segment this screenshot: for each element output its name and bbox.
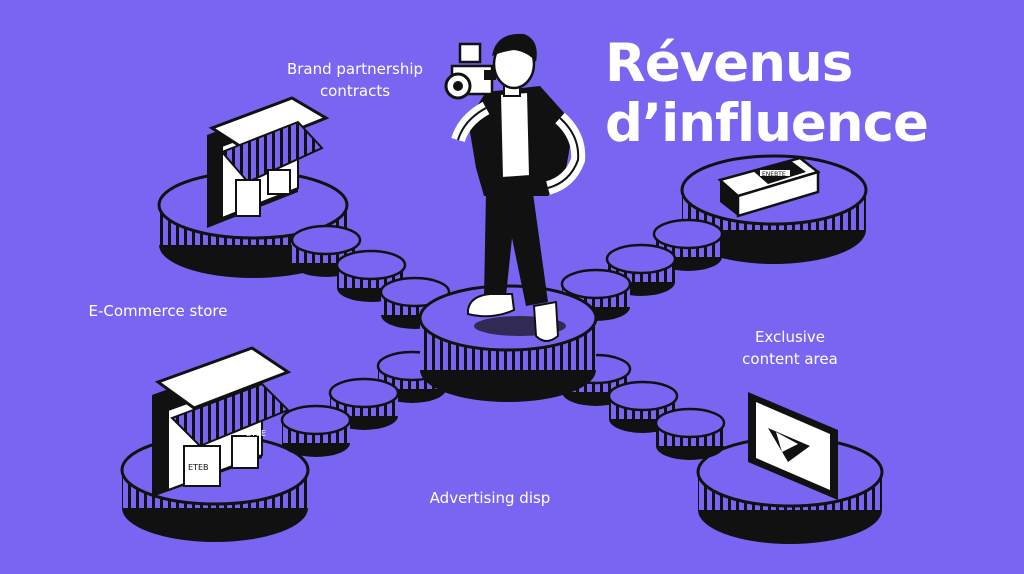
- store-sign-b: ETEE: [246, 429, 266, 438]
- title-line-1: Révenus: [605, 33, 853, 94]
- package-label: ENEBTE: [762, 171, 786, 178]
- page-title: Révenus d’influence: [605, 34, 1005, 154]
- coin-path-top-right: [560, 218, 724, 321]
- label-exclusive-content: Exclusive content area: [720, 326, 860, 370]
- creator-figure: [444, 33, 586, 342]
- label-brand-line-1: Brand partnership: [286, 60, 424, 78]
- label-exclusive-line-2: content area: [742, 350, 838, 368]
- label-brand-line-2: contracts: [319, 82, 391, 100]
- label-brand-partnership: Brand partnership contracts: [270, 58, 440, 102]
- store-sign-a: ETEB: [188, 463, 208, 472]
- coin-path-bottom-right: [560, 353, 726, 460]
- package-icon: ENEBTE: [717, 156, 821, 218]
- video-screen-icon: [748, 392, 838, 500]
- label-advertising: Advertising disp: [429, 489, 551, 507]
- label-exclusive-line-1: Exclusive: [754, 328, 826, 346]
- storefront-icon-bottom: ETEB ETEE: [152, 346, 292, 497]
- label-ecommerce: E-Commerce store: [88, 302, 228, 320]
- storefront-icon-top: [207, 96, 330, 228]
- title-line-2: d’influence: [605, 93, 929, 154]
- coin-path-bottom-left: [280, 350, 448, 457]
